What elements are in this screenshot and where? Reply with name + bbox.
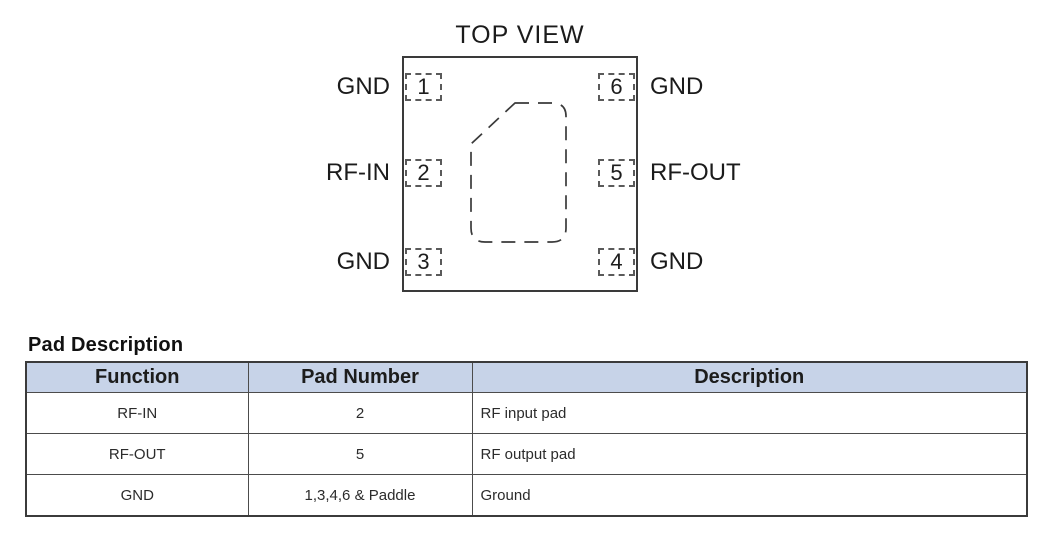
pin-label-gnd-1: GND (336, 73, 390, 100)
cell-pad-number: 5 (247, 433, 473, 475)
col-header-description: Description (471, 361, 1028, 393)
pin-label-rf-out: RF-OUT (650, 159, 741, 186)
exposed-paddle-outline (470, 102, 567, 243)
cell-function: RF-OUT (25, 433, 249, 475)
pad-3: 3 (405, 248, 442, 276)
cell-pad-number: 2 (247, 392, 473, 434)
pad-2: 2 (405, 159, 442, 187)
cell-pad-number: 1,3,4,6 & Paddle (247, 474, 473, 517)
pin-label-gnd-4: GND (650, 248, 704, 275)
cell-description: RF output pad (471, 433, 1028, 475)
table-row: RF-IN 2 RF input pad (25, 392, 1028, 434)
table-row: GND 1,3,4,6 & Paddle Ground (25, 474, 1028, 517)
diagram-title: TOP VIEW (455, 21, 585, 49)
pad-description-table: Function Pad Number Description RF-IN 2 … (25, 361, 1028, 517)
package-outline: 1 2 3 6 5 4 (402, 56, 638, 292)
col-header-pad-number: Pad Number (247, 361, 473, 393)
pin-label-rf-in: RF-IN (326, 159, 390, 186)
pad-description-heading: Pad Description (28, 334, 184, 356)
pin-label-gnd-3: GND (336, 248, 390, 275)
pad-4: 4 (598, 248, 635, 276)
pad-5: 5 (598, 159, 635, 187)
pin-label-gnd-6: GND (650, 73, 704, 100)
col-header-function: Function (25, 361, 249, 393)
cell-description: Ground (471, 474, 1028, 517)
table-header-row: Function Pad Number Description (25, 361, 1028, 393)
pad-1: 1 (405, 73, 442, 101)
cell-function: RF-IN (25, 392, 249, 434)
cell-description: RF input pad (471, 392, 1028, 434)
table-row: RF-OUT 5 RF output pad (25, 433, 1028, 475)
pad-6: 6 (598, 73, 635, 101)
cell-function: GND (25, 474, 249, 517)
